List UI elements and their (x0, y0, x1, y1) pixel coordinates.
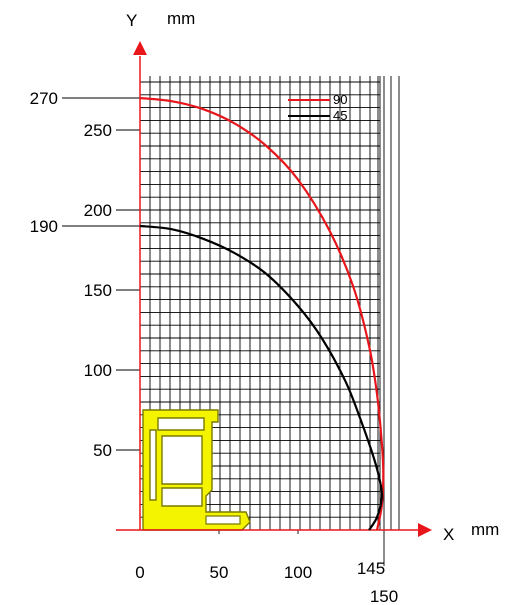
y-axis-unit: mm (167, 9, 195, 28)
tick-labels: 0 50 100 145 150 50 100 150 200 250 270 190 (30, 89, 399, 605)
x-tick-label-145: 145 (357, 559, 385, 578)
profile-shape (205, 515, 241, 525)
legend-label-90: 90 (333, 92, 347, 107)
marked-value-label-190: 190 (30, 217, 58, 236)
x-tick-label-50: 50 (210, 563, 229, 582)
reference-lines (62, 97, 140, 227)
series-lines (139, 96, 385, 531)
y-axis-title: Y (126, 11, 137, 30)
axis-titles: Y mm X mm (126, 9, 499, 544)
y-tick-label-50: 50 (93, 441, 112, 460)
y-tick-label-200: 200 (84, 201, 112, 220)
profile-shape (149, 429, 157, 501)
profile-cross-section (142, 409, 251, 531)
y-tick-label-250: 250 (84, 121, 112, 140)
x-tick-label-0: 0 (135, 563, 144, 582)
grid (116, 76, 400, 566)
legend-label-45: 45 (333, 108, 347, 123)
x-axis-arrow-icon (418, 523, 432, 537)
y-tick-label-100: 100 (84, 361, 112, 380)
series-line-45 (139, 224, 384, 531)
profile-shape (161, 487, 203, 507)
marked-value-label-270: 270 (30, 89, 58, 108)
x-axis-unit: mm (471, 520, 499, 539)
x-axis-title: X (443, 525, 454, 544)
profile-shape (157, 417, 205, 431)
y-tick-label-150: 150 (84, 281, 112, 300)
x-tick-label-150: 150 (370, 587, 398, 605)
profile-shape (161, 435, 203, 485)
y-axis-arrow-icon (133, 41, 147, 55)
series-line-90 (139, 96, 385, 531)
x-tick-label-100: 100 (284, 563, 312, 582)
